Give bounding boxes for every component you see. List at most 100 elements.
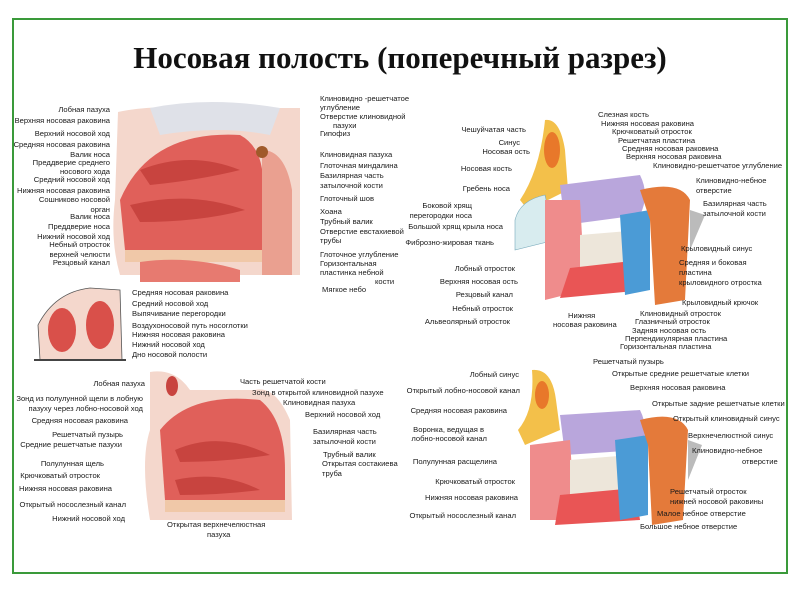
anatomy-label: Базилярная часть [320,171,384,180]
anatomy-label: Открытые задние решетчатые клетки [652,399,785,408]
anatomy-label: Резцовый канал [455,290,513,299]
anatomy-label: Базилярная часть [313,427,377,436]
anatomy-label: Клиновидный отросток [640,309,721,318]
anatomy-label: Крыловидный синус [681,244,753,253]
anatomy-label: Верхний носовой ход [305,410,381,419]
anatomy-label: нижней носовой раковины [670,497,764,506]
anatomy-label: Открытый носослезный канал [409,511,516,520]
anatomy-label: Дно носовой полости [132,350,208,359]
anatomy-label: перегородки носа [409,211,472,220]
anatomy-label: Валик носа [70,212,110,221]
anatomy-label: Малое небное отверстие [657,509,746,518]
anatomy-label: Преддверие среднего [32,158,110,167]
anatomy-label: лобно-носовой канал [411,434,487,443]
anatomy-label: Средняя носовая раковина [13,140,110,149]
anatomy-label: Глоточный шов [320,194,375,203]
anatomy-label: Решетчатая пластина [618,136,696,145]
anatomy-label: Горизонтальная пластина [620,342,712,351]
anatomy-label: Открытые средние решетчатые клетки [612,369,750,378]
anatomy-label: Нижняя носовая раковина [132,330,226,339]
anatomy-label: Базилярная часть [703,199,767,208]
anatomy-label: Средний носовой ход [132,299,209,308]
anatomy-label: Верхняя носовая ость [439,277,518,286]
anatomy-label: Горизонтальная [320,259,377,268]
anatomy-label: Клиновидно-небное [692,446,763,455]
anatomy-label: Часть решетчатой кости [240,377,326,386]
anatomy-label: Решетчатый пузырь [52,430,123,439]
anatomy-label: Синус [498,138,520,147]
anatomy-label: Большое небное отверстие [640,522,738,531]
anatomy-label: Крыловидный крючок [682,298,759,307]
anatomy-label: Выпячивание перегородки [132,309,226,318]
anatomy-label: Открытый носослезный канал [19,500,126,509]
anatomy-label: Перпендикулярная пластина [625,334,728,343]
anatomy-label: Средние решетчатые пазухи [20,440,122,449]
anatomy-label: Нижняя носовая раковина [18,484,112,493]
anatomy-label: Клиновидно-небное [696,176,767,185]
anatomy-label: Отверстие евстахиевой [320,227,404,236]
anatomy-label: Задняя носовая ость [632,326,707,335]
anterior-view-illustration [34,287,126,361]
anatomy-label: пазуху через лобно-носовой ход [28,404,143,413]
anatomy-label: пластина [679,268,712,277]
anatomy-label: затылочной кости [320,181,383,190]
anatomy-label: Открытый лобно-носовой канал [406,386,520,395]
anatomy-label: Гипофиз [320,129,351,138]
anatomy-label: Хоана [320,207,342,216]
anatomy-label: Лобная пазуха [93,379,145,388]
anatomy-label: труба [322,469,342,478]
anatomy-label: Зонд из полулунной щели в лобную [16,394,143,403]
sagittal-section-illustration [113,102,300,282]
anatomy-label: Фиброзно-жировая ткань [405,238,494,247]
anatomy-label: пазуха [207,530,231,539]
anatomy-label: Средняя носовая раковина [622,144,719,153]
anatomy-label: верхней челюсти [49,250,110,259]
anatomy-label: пластинка небной [320,268,384,277]
anatomy-label: крыловидного отростка [679,278,762,287]
anatomy-label: орган [90,205,110,214]
anatomy-label: Нижний носовой ход [37,232,110,241]
nasal-bones-illustration [514,119,705,305]
anatomy-label: Полулунная расщелина [412,457,497,466]
anatomy-label: Носовая ость [482,147,530,156]
anatomy-label: трубы [320,236,342,245]
anatomy-label: Боковой хрящ [422,201,472,210]
anatomy-label: носовая раковина [553,320,617,329]
anatomy-label: Глазничный отросток [635,317,710,326]
anatomy-label: затылочной кости [703,209,766,218]
anatomy-label: Верхний носовой ход [34,129,110,138]
anatomy-label: Воронка, ведущая в [413,425,484,434]
anatomy-label: Нижний носовой ход [52,514,125,523]
anatomy-label: Крючковатый отросток [20,471,100,480]
anatomy-label: отверстие [696,186,732,195]
anatomy-label: Резцовый канал [52,258,110,267]
poster-title: Носовая полость (поперечный разрез) [133,40,667,75]
anatomy-label: Открытый клиновидный синус [673,414,780,423]
anatomy-label: Средний носовой ход [33,175,110,184]
anatomy-label: Глоточное углубление [320,250,399,259]
anatomy-label: Альвеолярный отросток [424,317,510,326]
anatomy-label: Открытая состакиева [322,459,398,468]
anatomy-label: Нижняя носовая раковина [16,186,110,195]
anatomy-label: Решетчатый пузырь [593,357,664,366]
anatomy-label: Большой хрящ крыла носа [408,222,503,231]
anatomy-label: Лобный отросток [454,264,515,273]
anatomy-label: Лобный синус [469,370,519,379]
anatomy-label: Открытая верхнечелюстная [167,520,266,529]
anatomy-label: Слезная кость [598,110,649,119]
anatomy-label: Зонд в открытой клиновидной пазухе [252,388,384,397]
anatomy-label: носового хода [59,167,110,176]
anatomy-label: Средняя носовая раковина [132,288,229,297]
anatomy-label: Сошниково носовой [38,195,110,204]
anatomy-label: Крючковатый отросток [435,477,515,486]
anatomy-label: Мягкое небо [322,285,367,294]
anatomy-label: Валик носа [70,150,110,159]
poster-frame [12,18,788,574]
anatomy-label: Небный отросток [452,304,513,313]
anatomy-label: Глоточная миндалина [320,161,398,170]
anatomy-label: Трубный валик [320,217,373,226]
anatomy-label: Средняя и боковая [679,258,747,267]
anatomy-label: Клиновидно-решетчатое углубление [653,161,783,170]
anatomy-label: Лобная пазуха [58,105,110,114]
